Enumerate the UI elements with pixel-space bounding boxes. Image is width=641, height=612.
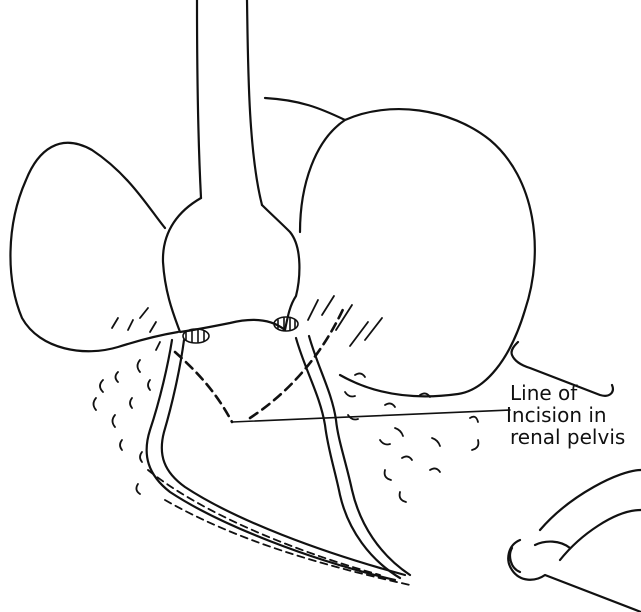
kidney-outline <box>10 98 534 396</box>
fat-lobules <box>94 360 479 502</box>
renal-pelvis <box>163 198 299 332</box>
incision-label-line-3: renal pelvis <box>480 426 640 448</box>
right-vessel <box>296 336 410 578</box>
incision-label-line-1: Line of <box>480 382 640 404</box>
retractor-handle <box>510 542 570 572</box>
incision-label-line-2: Incision in <box>480 404 640 426</box>
left-vessel <box>147 340 405 580</box>
ureter-tube <box>197 0 262 205</box>
calyx-cut-left <box>183 329 209 343</box>
incision-pointer-line <box>232 410 510 422</box>
perirenal-strokes-left <box>112 308 160 350</box>
perirenal-strokes-right <box>308 296 382 346</box>
incision-label: Line of Incision in renal pelvis <box>480 382 640 448</box>
incision-dashed-line <box>175 352 232 422</box>
